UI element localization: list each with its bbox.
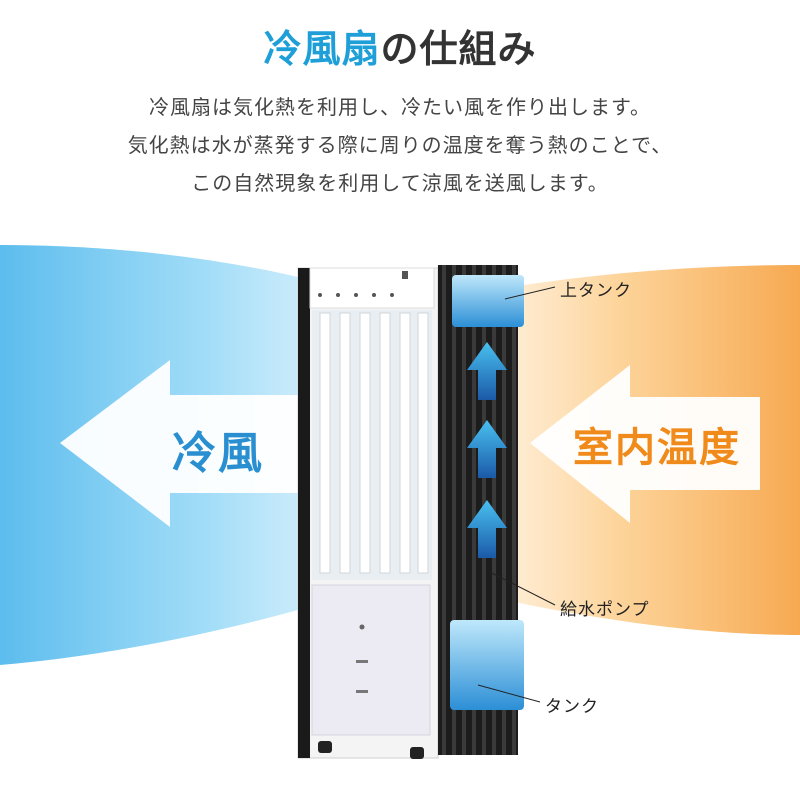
lower-tank-water (450, 620, 524, 710)
description-line-3: この自然現象を利用して涼風を送風します。 (191, 171, 609, 195)
tank-callout: タンク (545, 697, 599, 717)
cooler-diagram: 冷風 室内温度 上タンク 給水ポンプ タンク (0, 205, 800, 800)
water-flow-arrow-1 (467, 342, 507, 400)
air-cooler-unit (297, 267, 439, 759)
cool-wind-arrow (60, 360, 340, 527)
cool-wind-label: 冷風 (172, 428, 264, 479)
room-temp-arrow (530, 365, 760, 523)
diagram-illustration (0, 245, 800, 759)
water-flow-arrow-3 (467, 500, 507, 558)
upper-tank-water (452, 275, 524, 327)
upper-tank-leader (504, 286, 556, 300)
tank-leader (477, 684, 541, 703)
description: 冷風扇は気化熱を利用し、冷たい風を作り出します。 気化熱は水が蒸発する際に周りの… (0, 88, 800, 202)
upper-tank-callout: 上タンク (560, 281, 632, 301)
title-accent: 冷風扇 (263, 27, 381, 71)
description-line-1: 冷風扇は気化熱を利用し、冷たい風を作り出します。 (149, 95, 651, 119)
page-title: 冷風扇の仕組み (0, 18, 800, 73)
title-rest: の仕組み (380, 27, 537, 71)
water-flow-arrow-2 (467, 420, 507, 478)
pump-leader (489, 571, 556, 606)
description-line-2: 気化熱は水が蒸発する際に周りの温度を奪う熱のことで、 (127, 133, 673, 157)
pump-callout: 給水ポンプ (560, 600, 650, 620)
room-temp-label: 室内温度 (573, 425, 741, 471)
